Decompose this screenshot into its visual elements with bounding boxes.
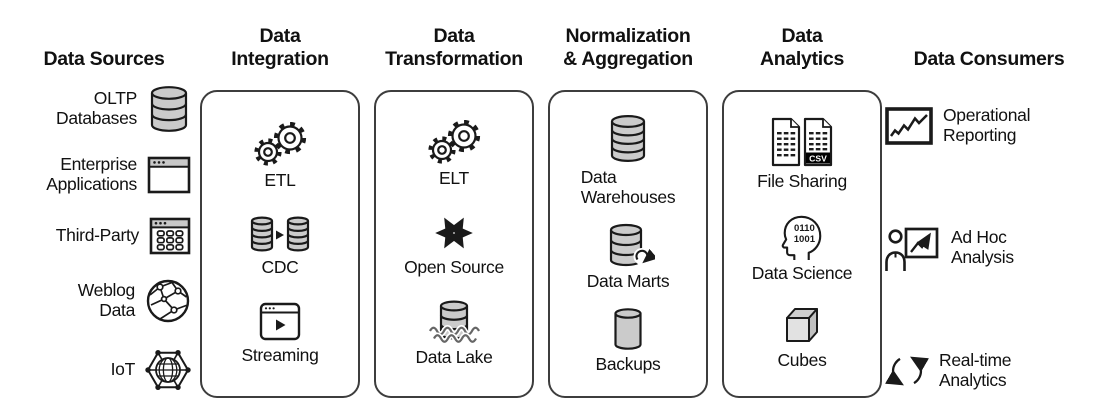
column-header: Normalization & Aggregation (563, 25, 693, 70)
item-label: Data Lake (415, 347, 493, 368)
item-real-time-analytics: Real-time Analytics (884, 348, 1094, 394)
refresh-arrows-icon (884, 348, 930, 394)
column-header: Data Integration (231, 25, 329, 70)
gears-icon (251, 122, 309, 168)
item-label: Real-time Analytics (939, 350, 1012, 390)
item-label: Operational Reporting (943, 105, 1031, 145)
item-ad-hoc-analysis: Ad Hoc Analysis (884, 224, 1094, 272)
column-header: Data Consumers (913, 47, 1065, 70)
svg-text:1001: 1001 (794, 233, 816, 244)
item-oltp-databases: OLTP Databases (16, 84, 192, 134)
item-label: Cubes (777, 350, 827, 371)
column-header: Data Analytics (759, 25, 844, 70)
streaming-window-icon (256, 301, 304, 343)
column-normalization-aggregation: Normalization & Aggregation Data Warehou… (548, 12, 708, 398)
item-label: Data Warehouses (580, 167, 676, 207)
item-label: Data Science (751, 262, 853, 283)
column-items: Operational Reporting Ad Hoc Analysis Re… (884, 84, 1094, 394)
svg-text:0110: 0110 (794, 223, 815, 234)
item-etl: ETL (251, 122, 309, 191)
expand-arrows-icon (430, 211, 478, 255)
globe-network-icon (144, 277, 192, 325)
head-binary-icon: 0110 1001 (778, 211, 826, 261)
database-replication-icon (249, 215, 311, 255)
svg-text:CSV: CSV (809, 153, 827, 163)
item-cubes: Cubes (777, 302, 827, 371)
column-box: ETL CDC Streaming (200, 90, 360, 398)
item-iot: IoT (16, 346, 192, 394)
item-weblog-data: Weblog Data (16, 277, 192, 325)
item-label: Data Marts (586, 270, 670, 291)
item-label: Open Source (404, 256, 504, 277)
column-header: Data Transformation (385, 25, 523, 70)
table-window-icon (148, 216, 192, 256)
item-label: CDC (261, 256, 299, 277)
item-label: ELT (439, 168, 469, 189)
item-data-lake: Data Lake (415, 299, 493, 368)
item-label: Third-Party (55, 225, 140, 246)
item-operational-reporting: Operational Reporting (884, 104, 1094, 148)
item-streaming: Streaming (241, 301, 319, 366)
column-data-transformation: Data Transformation ELT Open Source Data… (374, 12, 534, 398)
item-backups: Backups (595, 306, 661, 375)
item-open-source: Open Source (404, 211, 504, 278)
column-data-consumers: Data Consumers Operational Reporting Ad … (884, 12, 1094, 394)
item-label: Backups (595, 354, 661, 375)
item-label: Enterprise Applications (46, 154, 137, 194)
item-label: Ad Hoc Analysis (951, 227, 1014, 267)
cylinder-icon (607, 306, 649, 352)
item-label: File Sharing (757, 171, 847, 192)
data-lake-icon (426, 299, 482, 345)
cube-icon (780, 302, 824, 348)
item-label: Weblog Data (77, 280, 136, 320)
column-data-analytics: Data Analytics CSV File Sharing 0110 1001… (722, 12, 882, 398)
database-icon (146, 84, 192, 134)
column-data-integration: Data Integration ETL CDC Streaming (200, 12, 360, 398)
item-data-marts: Data Marts (587, 223, 670, 292)
presenter-chart-icon (884, 224, 942, 272)
item-enterprise-applications: Enterprise Applications (16, 155, 192, 195)
item-file-sharing: CSV File Sharing (757, 117, 847, 192)
database-stack-icon (604, 113, 652, 165)
database-sync-icon (601, 223, 655, 269)
item-data-warehouses: Data Warehouses (581, 113, 676, 207)
csv-files-icon: CSV (770, 117, 834, 169)
line-chart-icon (884, 104, 934, 148)
iot-network-icon (144, 346, 192, 394)
gears-icon (425, 120, 483, 166)
column-box: ELT Open Source Data Lake (374, 90, 534, 398)
item-third-party: Third-Party (16, 216, 192, 256)
app-window-icon (146, 155, 192, 195)
item-label: OLTP Databases (56, 88, 137, 128)
item-elt: ELT (425, 120, 483, 189)
item-label: Streaming (241, 345, 319, 366)
item-label: ETL (264, 170, 296, 191)
item-label: IoT (110, 359, 136, 380)
item-cdc: CDC (249, 215, 311, 278)
column-header: Data Sources (43, 47, 165, 70)
